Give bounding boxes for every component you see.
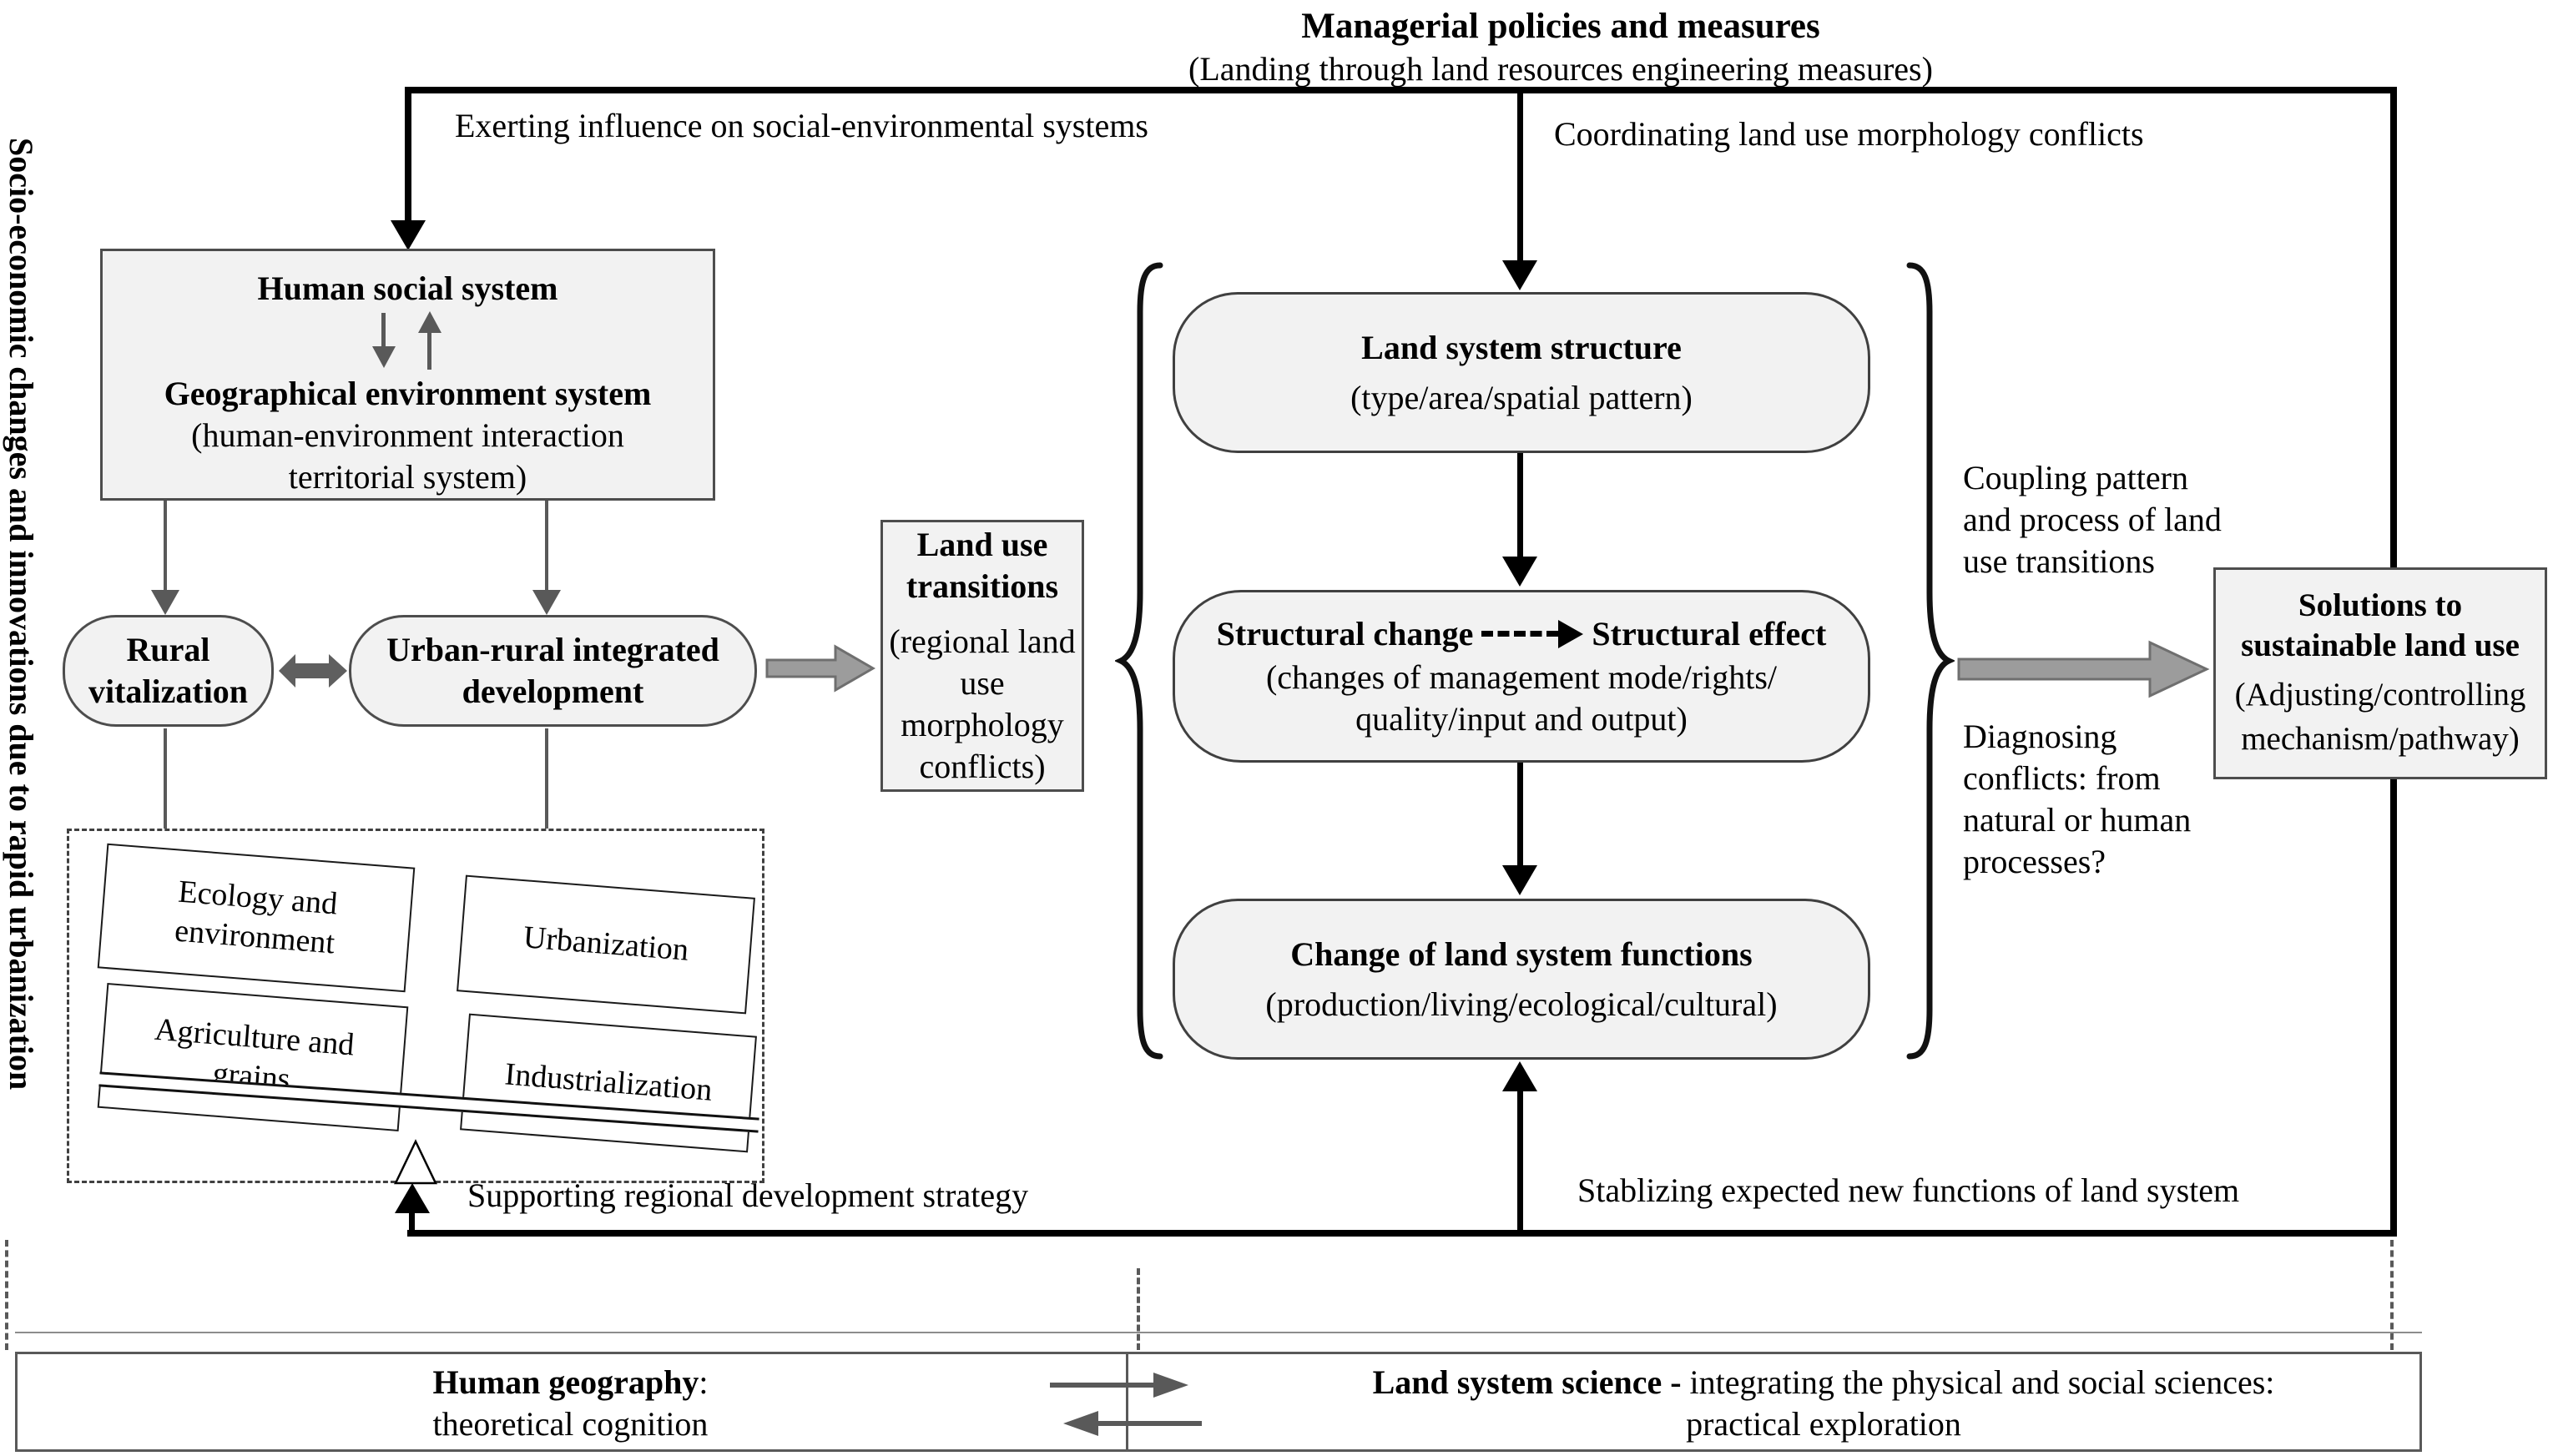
label-stablizing: Stablizing expected new functions of lan… <box>1577 1171 2240 1209</box>
frame-top-line <box>407 87 2397 93</box>
land-use-transitions-title: Land use transitions <box>906 526 1059 605</box>
bar-left-arrow-icon <box>1063 1411 1202 1436</box>
rural-box: Rural vitalization <box>63 615 274 727</box>
solutions-box: Solutions to sustainable land use (Adjus… <box>2213 567 2547 779</box>
bottom-left-up-shaft <box>409 1212 415 1233</box>
change-to-functions-shaft <box>1517 763 1523 867</box>
connector-rural-head <box>151 590 179 615</box>
connector-rural-shaft <box>164 501 167 591</box>
frame-bottom-line <box>407 1230 2397 1237</box>
functions-note: (production/living/ecological/cultural) <box>1265 985 1778 1023</box>
bottom-bar-right-cell: Land system science - integrating the ph… <box>1227 1362 2420 1445</box>
seesaw-fulcrum-icon <box>394 1139 437 1185</box>
functions-title: Change of land system functions <box>1290 935 1753 973</box>
urban-box: Urban-rural integrated development <box>349 615 757 727</box>
diagram-title: Managerial policies and measures (Landin… <box>1039 5 2082 90</box>
to-solutions-arrow-icon <box>1957 640 2210 698</box>
bottom-to-functions-shaft <box>1517 1090 1523 1233</box>
human-geography-colon: : <box>699 1363 709 1401</box>
bar-right-arrow-icon <box>1050 1373 1188 1398</box>
bottom-bar-divider <box>1126 1352 1128 1452</box>
bottom-bar-top-rule <box>15 1332 2422 1333</box>
land-use-transitions-note: (regional land use morphology conflicts) <box>889 622 1076 785</box>
practical-exploration-label: practical exploration <box>1686 1405 1961 1443</box>
rural-to-seesaw-line <box>164 728 167 829</box>
seesaw-item-ecology: Ecology and environment <box>97 843 416 993</box>
structural-change-row: Structural change Structural effect <box>1217 613 1827 655</box>
human-system-title: Human social system <box>257 270 558 307</box>
structural-change-note: (changes of management mode/rights/ qual… <box>1265 657 1778 738</box>
label-coordinating: Coordinating land use morphology conflic… <box>1554 115 2144 153</box>
solutions-note: (Adjusting/controlling mechanism/pathway… <box>2234 677 2526 757</box>
up-arrow-icon <box>417 311 441 333</box>
structural-change-label: Structural change <box>1216 614 1474 652</box>
arrow-into-human-box <box>391 220 426 250</box>
rural-box-label: Rural vitalization <box>88 631 249 710</box>
solutions-title: Solutions to sustainable land use <box>2241 587 2520 664</box>
bottom-bar-left-cell: Human geography: theoretical cognition <box>15 1362 1126 1445</box>
arrow-into-structure-box <box>1502 260 1537 290</box>
seesaw-item-industrialization: Industrialization <box>460 1013 757 1153</box>
structure-title: Land system structure <box>1361 328 1682 366</box>
integrating-label: integrating the physical and social scie… <box>1689 1363 2275 1401</box>
land-system-science-label: Land system science - <box>1372 1363 1690 1401</box>
structure-to-change-shaft <box>1517 453 1523 558</box>
seesaw-item-label: Urbanization <box>522 919 690 968</box>
structural-change-box: Structural change Structural effect (cha… <box>1173 590 1870 763</box>
label-exerting: Exerting influence on social-environment… <box>455 107 1148 144</box>
connector-urban-head <box>532 590 561 615</box>
up-arrow-shaft <box>426 331 431 370</box>
arrow-into-change-box <box>1502 557 1537 587</box>
arrow-up-into-functions-box <box>1502 1061 1537 1091</box>
frame-left-drop-line <box>405 87 411 222</box>
right-dashed-guide <box>2390 1240 2394 1350</box>
functions-box: Change of land system functions (product… <box>1173 899 1870 1060</box>
structural-effect-label: Structural effect <box>1592 614 1827 652</box>
frame-right-line-lower <box>2390 779 2397 1236</box>
side-rail-label: Socio-economic changes and innovations d… <box>3 138 40 1091</box>
urban-to-seesaw-line <box>545 728 548 829</box>
human-system-subtitle: Geographical environment system <box>164 375 652 412</box>
urban-box-label: Urban-rural integrated development <box>386 631 719 710</box>
right-brace <box>1906 262 1955 1060</box>
connector-urban-shaft <box>545 501 548 591</box>
dashed-arrow-icon <box>1481 619 1584 648</box>
theoretical-cognition-label: theoretical cognition <box>432 1405 709 1443</box>
bottom-bar <box>15 1352 2422 1452</box>
down-arrow-shaft <box>381 313 386 348</box>
left-dashed-guide <box>5 1240 8 1350</box>
down-arrow-icon <box>371 346 396 368</box>
exchange-arrows <box>350 310 467 373</box>
center-dashed-guide <box>1137 1268 1140 1350</box>
seesaw-item-agriculture: Agriculture and grains <box>97 983 409 1131</box>
human-geography-label: Human geography <box>432 1363 699 1401</box>
structure-note: (type/area/spatial pattern) <box>1350 378 1693 416</box>
land-use-transitions-box: Land use transitions (regional land use … <box>880 520 1084 792</box>
human-system-box: Human social system Geographical environ… <box>100 249 715 501</box>
left-brace <box>1115 262 1163 1060</box>
land-system-structure-box: Land system structure (type/area/spatial… <box>1173 292 1870 453</box>
title-line2: (Landing through land resources engineer… <box>1188 50 1933 88</box>
arrow-into-functions-box <box>1502 865 1537 895</box>
to-transitions-arrow-icon <box>765 644 875 693</box>
diagnosing-label: Diagnosing conflicts: from natural or hu… <box>1963 718 2192 880</box>
human-system-note: (human-environment interaction territori… <box>191 416 624 496</box>
center-drop-line <box>1517 87 1523 262</box>
frame-right-line-upper <box>2390 87 2397 567</box>
seesaw-item-urbanization: Urbanization <box>457 874 755 1015</box>
coupling-label: Coupling pattern and process of land use… <box>1963 459 2222 580</box>
title-line1: Managerial policies and measures <box>1301 7 1820 46</box>
seesaw-item-label: Ecology and environment <box>173 874 339 961</box>
arrow-into-seesaw-box <box>395 1183 430 1213</box>
two-way-arrow-icon <box>279 654 347 688</box>
